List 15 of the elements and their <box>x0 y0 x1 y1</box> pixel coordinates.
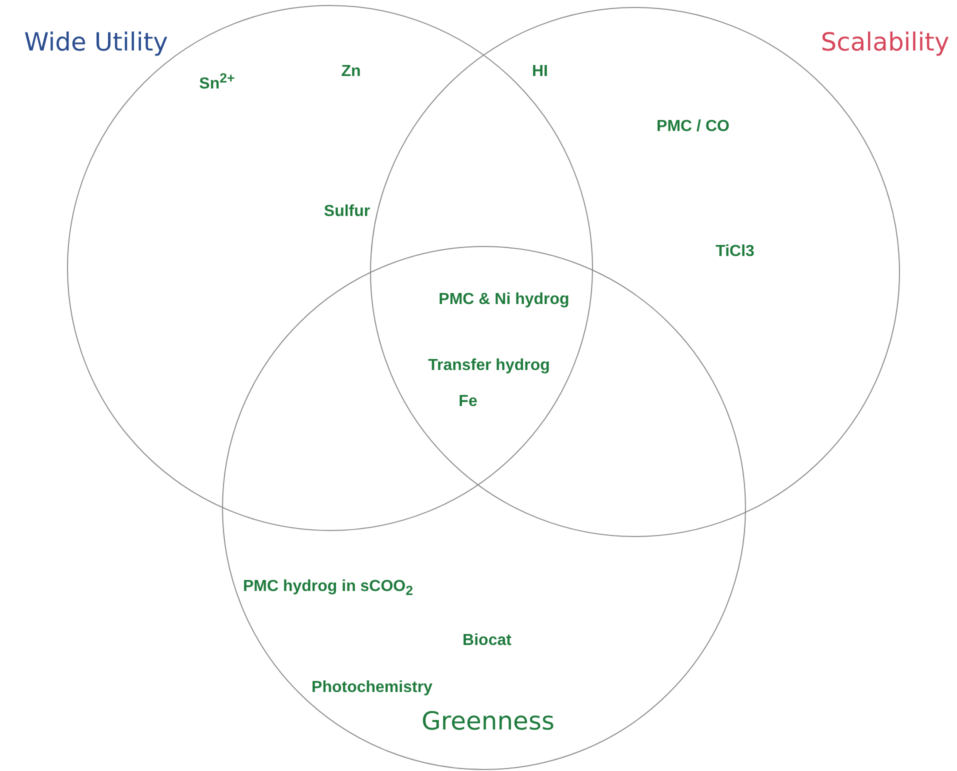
method-label: Sn$^{2+}$ <box>199 70 235 94</box>
method-label: Photochemistry <box>312 679 432 697</box>
method-label: PMC & Ni hydrog <box>438 291 570 309</box>
set-heading: Wide Utility <box>24 28 168 56</box>
method-label: Fe <box>458 393 478 411</box>
set-heading: Scalability <box>820 28 950 56</box>
method-label: HI <box>532 63 548 81</box>
method-label: Sulfur <box>324 203 370 221</box>
method-label: Zn <box>341 63 361 81</box>
method-label: PMC / CO <box>656 118 730 136</box>
method-label: TiCl3 <box>716 243 754 261</box>
method-label: PMC hydrog in sCOO$_{2}$ <box>242 578 414 598</box>
method-label: Transfer hydrog <box>428 357 550 375</box>
set-heading: Greenness <box>422 706 554 736</box>
method-label: Biocat <box>462 632 512 650</box>
